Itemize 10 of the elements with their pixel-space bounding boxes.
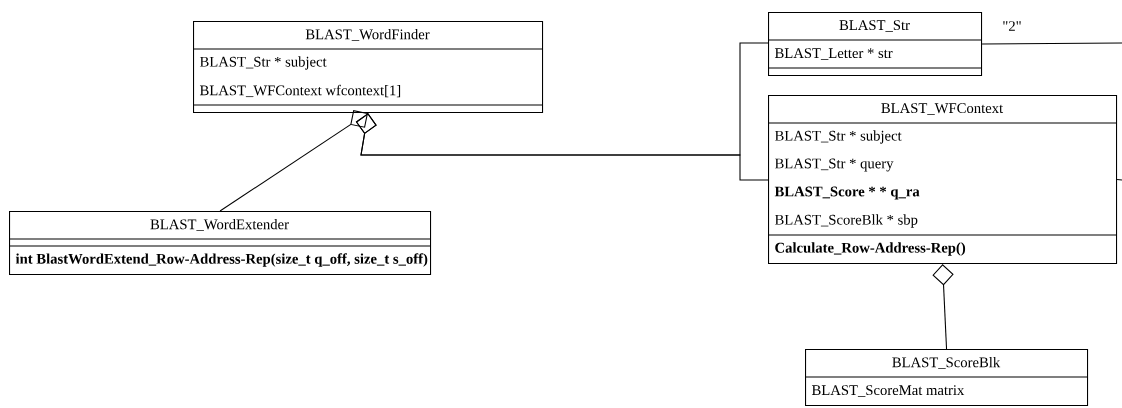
- class-box: BLAST_WFContext BLAST_Str * subject BLAST_Str * query BLAST_Score * * q_ra BLAST_ScoreBlk * sbp Calculate_Row-Address-Rep(): [767, 95, 1118, 265]
- multiplicity-label: "2": [1001, 19, 1023, 33]
- class-box: BLAST_ScoreBlk BLAST_ScoreMat matrix: [804, 349, 1089, 407]
- association-line: [1116, 179, 1122, 181]
- association-line: [355, 113, 769, 181]
- class-box: BLAST_WordExtender int BlastWordExtend_Row-Address-Rep(size_t q_off, size_t s_off): [8, 211, 432, 276]
- class-box: BLAST_Str BLAST_Letter * str: [767, 12, 983, 77]
- class-box: BLAST_WordFinder BLAST_Str * subject BLAST_WFContext wfcontext[1]: [192, 21, 544, 114]
- association-line: [981, 42, 1122, 45]
- association-line: [932, 264, 954, 350]
